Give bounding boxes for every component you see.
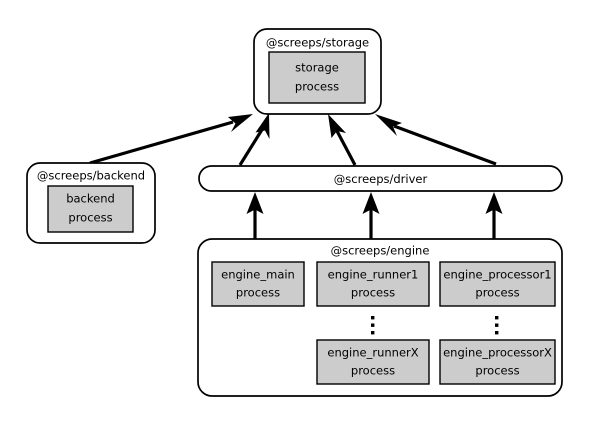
process-engine-runnerx-line2: process bbox=[351, 364, 395, 378]
process-backend-line1: backend bbox=[66, 192, 115, 206]
package-storage-label: @screeps/storage bbox=[266, 36, 369, 50]
package-backend-label: @screeps/backend bbox=[37, 169, 145, 183]
package-driver[interactable]: @screeps/driver bbox=[198, 165, 563, 192]
runner-ellipsis-icon bbox=[371, 316, 375, 335]
process-engine-processor1-line2: process bbox=[475, 286, 519, 300]
process-engine-processorx-line2: process bbox=[475, 364, 519, 378]
process-engine-main-line1: engine_main bbox=[221, 268, 295, 282]
process-engine-runner1-border bbox=[316, 261, 430, 307]
process-storage-line2: process bbox=[295, 80, 339, 94]
process-engine-runnerx-border bbox=[316, 339, 430, 385]
package-storage[interactable]: @screeps/storage storage process bbox=[253, 28, 382, 115]
process-storage-border bbox=[268, 51, 366, 104]
arrow-head-icon bbox=[228, 114, 253, 132]
process-engine-runner1-line2: process bbox=[351, 286, 395, 300]
connector-engine-main-to-driver bbox=[246, 192, 264, 239]
process-engine-runnerx-line1: engine_runnerX bbox=[327, 346, 418, 360]
process-storage-line1: storage bbox=[295, 61, 339, 75]
process-backend-line2: process bbox=[68, 211, 112, 225]
process-engine-runnerx[interactable]: engine_runnerX process bbox=[316, 339, 430, 385]
process-engine-processor1-line1: engine_processor1 bbox=[443, 268, 551, 282]
package-driver-border bbox=[198, 165, 563, 192]
processor-ellipsis-icon bbox=[495, 316, 499, 335]
arrow-head-icon bbox=[375, 114, 402, 136]
process-engine-main[interactable]: engine_main process bbox=[211, 261, 305, 307]
process-engine-main-line2: process bbox=[236, 286, 280, 300]
arrow-head-icon bbox=[255, 113, 270, 139]
process-backend-border bbox=[47, 185, 134, 233]
process-engine-runner1[interactable]: engine_runner1 process bbox=[316, 261, 430, 307]
process-engine-main-border bbox=[211, 261, 305, 307]
process-backend[interactable]: backend process bbox=[47, 185, 134, 233]
package-engine[interactable]: @screeps/engine engine_main process engi… bbox=[197, 238, 563, 397]
connector-backend-to-storage bbox=[89, 114, 253, 165]
process-engine-processorx[interactable]: engine_processorX process bbox=[439, 339, 556, 385]
connector-driver-right-to-storage bbox=[375, 114, 497, 166]
process-engine-processor1-border bbox=[439, 261, 556, 307]
process-engine-runner1-line1: engine_runner1 bbox=[328, 268, 419, 282]
package-driver-label: @screeps/driver bbox=[334, 172, 428, 186]
package-engine-label: @screeps/engine bbox=[331, 244, 430, 258]
process-engine-processorx-line1: engine_processorX bbox=[443, 346, 552, 360]
connector-engine-processor-to-driver bbox=[485, 192, 503, 239]
process-storage[interactable]: storage process bbox=[268, 51, 366, 104]
connector-engine-runner-to-driver bbox=[362, 192, 380, 239]
package-backend[interactable]: @screeps/backend backend process bbox=[26, 162, 156, 244]
process-engine-processorx-border bbox=[439, 339, 556, 385]
arrow-head-icon bbox=[362, 192, 380, 214]
process-engine-processor1[interactable]: engine_processor1 process bbox=[439, 261, 556, 307]
arrow-head-icon bbox=[246, 192, 264, 214]
arrow-head-icon bbox=[485, 192, 503, 214]
connector-driver-left-to-storage bbox=[238, 113, 270, 166]
connector-driver-mid-to-storage bbox=[328, 114, 357, 166]
arrow-head-icon bbox=[328, 114, 346, 138]
